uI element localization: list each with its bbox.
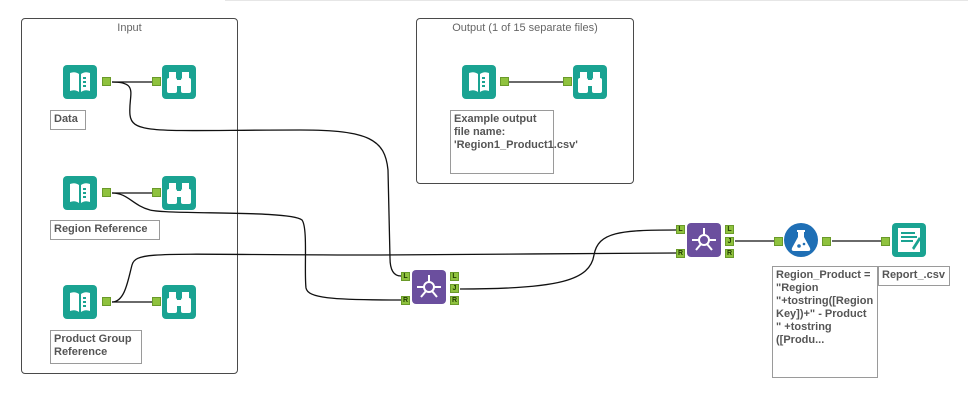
- report-output-tool[interactable]: [891, 222, 927, 258]
- join1-right-anchor[interactable]: R: [401, 296, 410, 305]
- binoculars-browse-icon: [162, 65, 196, 99]
- region-input-output-anchor[interactable]: [102, 188, 111, 197]
- example-browse-input-anchor[interactable]: [563, 77, 572, 86]
- book-input-icon: [462, 65, 496, 99]
- data-browse-input-anchor[interactable]: [152, 77, 161, 86]
- book-input-icon: [63, 176, 97, 210]
- join1-right-output-anchor[interactable]: R: [450, 296, 459, 305]
- data-input-tool[interactable]: [62, 64, 98, 100]
- connection-join1-join2-left: [459, 229, 677, 290]
- example-browse-tool[interactable]: [572, 64, 608, 100]
- formula-tool[interactable]: [783, 222, 819, 258]
- example-input-output-anchor[interactable]: [500, 77, 509, 86]
- join2-right-anchor[interactable]: R: [676, 249, 685, 258]
- flask-formula-icon: [784, 223, 818, 257]
- annotation-region-reference: Region Reference: [50, 220, 160, 240]
- join2-left-output-anchor[interactable]: L: [725, 225, 734, 234]
- connection-product-join2-right: [111, 252, 677, 303]
- product-browse-tool[interactable]: [161, 284, 197, 320]
- join2-tool[interactable]: [686, 222, 722, 258]
- annotation-report: Report_.csv: [878, 266, 950, 286]
- product-browse-input-anchor[interactable]: [152, 297, 161, 306]
- annotation-example-output: Example output file name: 'Region1_Produ…: [450, 110, 578, 174]
- binoculars-browse-icon: [162, 176, 196, 210]
- join2-left-anchor[interactable]: L: [676, 225, 685, 234]
- input-container-title: Input: [117, 22, 142, 34]
- document-output-icon: [892, 223, 926, 257]
- join2-join-output-anchor[interactable]: J: [725, 237, 734, 246]
- book-input-icon: [63, 65, 97, 99]
- formula-input-anchor[interactable]: [774, 237, 783, 246]
- canvas-top-divider: [225, 0, 968, 1]
- product-input-tool[interactable]: [62, 284, 98, 320]
- connection-data-join-left: [111, 81, 402, 277]
- join1-left-anchor[interactable]: L: [401, 272, 410, 281]
- connection-region-join-right: [111, 192, 402, 301]
- book-input-icon: [63, 285, 97, 319]
- data-input-output-anchor[interactable]: [102, 77, 111, 86]
- binoculars-browse-icon: [162, 285, 196, 319]
- region-input-tool[interactable]: [62, 175, 98, 211]
- annotation-product-group-reference: Product Group Reference: [50, 330, 142, 364]
- binoculars-browse-icon: [573, 65, 607, 99]
- join-icon: [412, 270, 446, 304]
- input-container[interactable]: Input: [21, 18, 238, 374]
- annotation-formula: Region_Product = "Region "+tostring([Reg…: [772, 266, 878, 378]
- formula-output-anchor[interactable]: [822, 237, 831, 246]
- join2-right-output-anchor[interactable]: R: [725, 249, 734, 258]
- data-browse-tool[interactable]: [161, 64, 197, 100]
- join1-tool[interactable]: [411, 269, 447, 305]
- join1-join-output-anchor[interactable]: J: [450, 284, 459, 293]
- example-input-tool[interactable]: [461, 64, 497, 100]
- join-icon: [687, 223, 721, 257]
- region-browse-tool[interactable]: [161, 175, 197, 211]
- output-container-title: Output (1 of 15 separate files): [452, 22, 598, 34]
- report-output-input-anchor[interactable]: [881, 237, 890, 246]
- join1-left-output-anchor[interactable]: L: [450, 272, 459, 281]
- region-browse-input-anchor[interactable]: [152, 188, 161, 197]
- product-input-output-anchor[interactable]: [102, 297, 111, 306]
- annotation-data: Data: [50, 110, 86, 130]
